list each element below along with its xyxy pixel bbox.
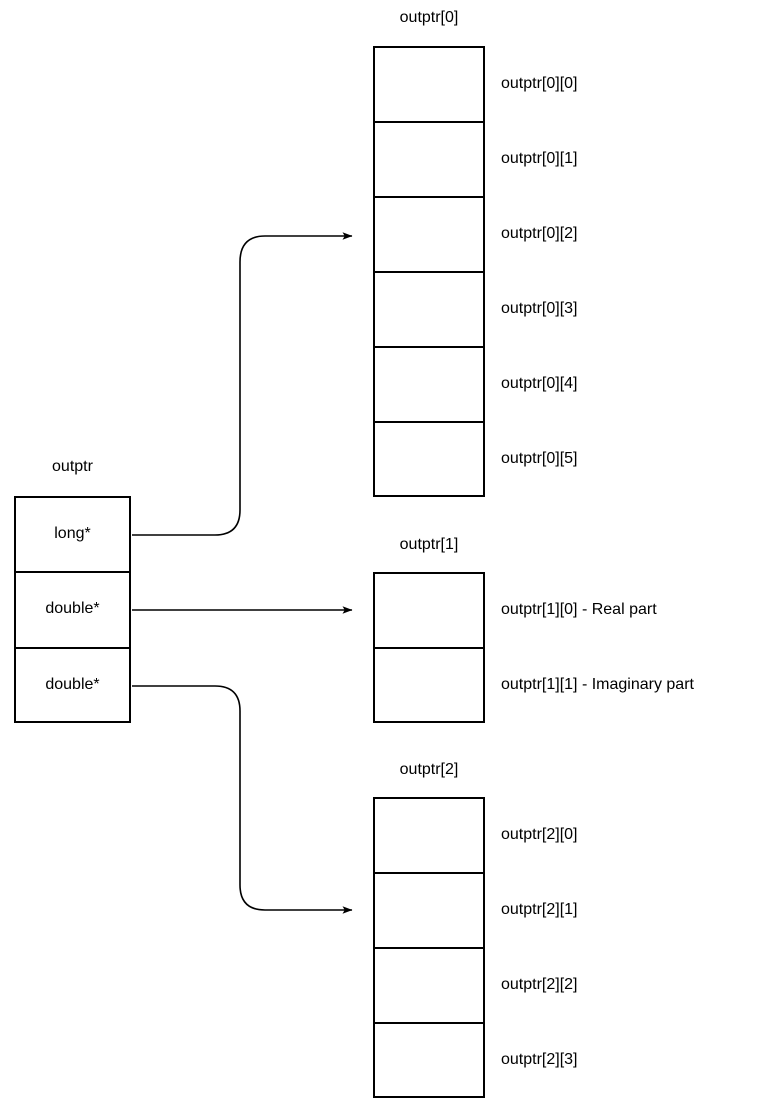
- pointer-block-title: outptr: [52, 458, 93, 475]
- target-2-cell-label-1: outptr[2][1]: [501, 900, 578, 918]
- target-0-cell-label-5: outptr[0][5]: [501, 450, 578, 467]
- pointer-cell-2: double*: [45, 676, 100, 693]
- pointer-cell-1: double*: [45, 600, 100, 617]
- pointer-block-divider-1: [14, 571, 131, 573]
- target-0-divider-4: [373, 346, 485, 348]
- target-1-divider-1: [373, 647, 485, 649]
- target-2-divider-2: [373, 947, 485, 949]
- target-0-cell-label-1: outptr[0][1]: [501, 149, 578, 167]
- target-1-cell-label-1: outptr[1][1] - Imaginary part: [501, 676, 694, 693]
- arrow-long-to-outptr0: [132, 232, 353, 536]
- target-0-cell-label-0: outptr[0][0]: [501, 74, 578, 92]
- target-0-cell-label-4: outptr[0][4]: [501, 374, 578, 392]
- target-2-divider-1: [373, 872, 485, 874]
- target-2-cell-label-2: outptr[2][2]: [501, 975, 578, 993]
- arrow-double-to-outptr2: [132, 685, 353, 914]
- target-0-cell-label-2: outptr[0][2]: [501, 224, 578, 242]
- target-0-cell-label-3: outptr[0][3]: [501, 299, 578, 317]
- target-0-title: outptr[0]: [399, 9, 459, 26]
- target-0-divider-1: [373, 121, 485, 123]
- pointer-block-box: [14, 496, 131, 723]
- target-0-divider-2: [373, 196, 485, 198]
- target-2-cell-label-3: outptr[2][3]: [501, 1051, 578, 1068]
- target-2-cell-label-0: outptr[2][0]: [501, 825, 578, 843]
- target-0-divider-5: [373, 421, 485, 423]
- target-2-divider-3: [373, 1022, 485, 1024]
- target-1-title: outptr[1]: [399, 536, 459, 553]
- target-1-cell-label-0: outptr[1][0] - Real part: [501, 600, 657, 618]
- pointer-cell-0: long*: [54, 524, 91, 542]
- target-0-divider-3: [373, 271, 485, 273]
- pointer-block-divider-2: [14, 647, 131, 649]
- target-2-title: outptr[2]: [399, 761, 459, 778]
